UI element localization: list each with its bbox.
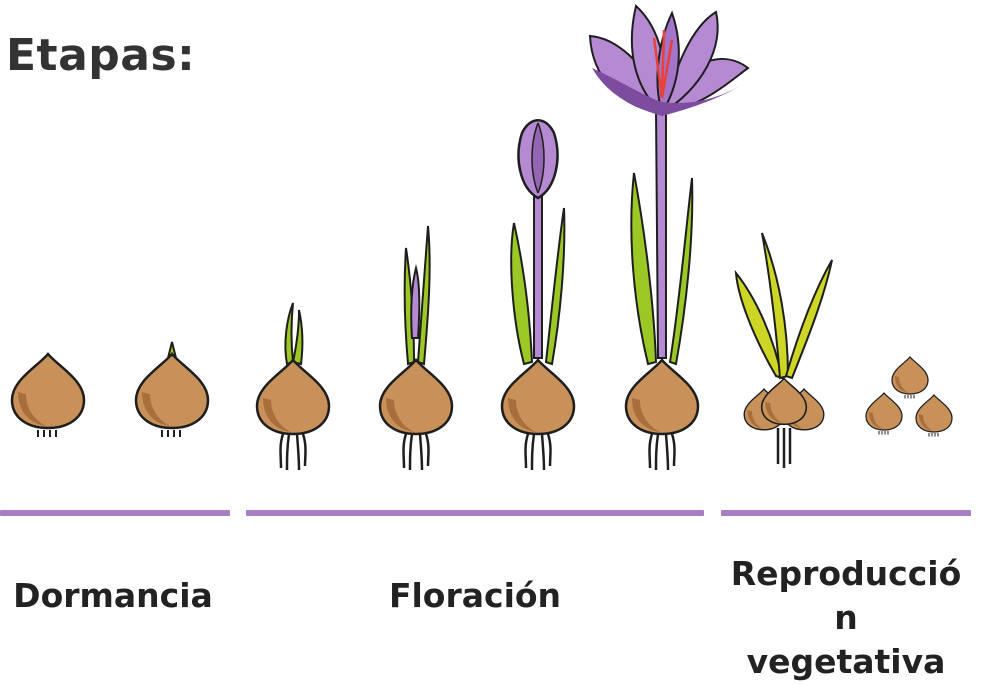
phase-line-reproduccion bbox=[721, 510, 971, 516]
bulb-sprout-tip bbox=[136, 342, 208, 437]
bulb-flower-open bbox=[590, 6, 748, 470]
bulb-sprout-small bbox=[257, 303, 329, 470]
phase-label-reproduccion: Reproducció n vegetativa bbox=[721, 552, 971, 684]
stages-illustration bbox=[0, 0, 981, 500]
bulb-sprout-leaves bbox=[380, 226, 452, 470]
bulb-new-cormlets bbox=[736, 233, 832, 468]
phase-label-reproduccion-line-3: vegetativa bbox=[721, 640, 971, 684]
phase-line-floracion bbox=[246, 510, 704, 516]
phase-label-reproduccion-line-2: n bbox=[721, 596, 971, 640]
phase-label-dormancia: Dormancia bbox=[0, 574, 226, 618]
bulb-dormant bbox=[12, 354, 84, 437]
bulb-flower-bud bbox=[502, 120, 574, 470]
phase-label-floracion: Floración bbox=[246, 574, 704, 618]
phase-line-dormancia bbox=[0, 510, 230, 516]
cormlets-separated bbox=[866, 357, 952, 437]
phase-label-reproduccion-line-1: Reproducció bbox=[721, 552, 971, 596]
